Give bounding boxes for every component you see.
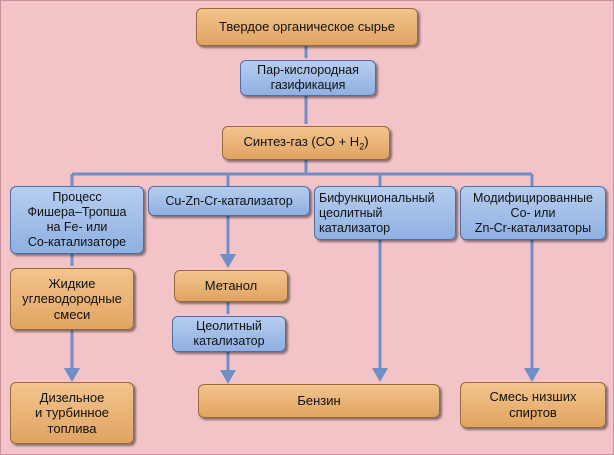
node-fischer-tropsch: Процесс Фишера–Тропша на Fe- или Со-ката… bbox=[10, 186, 144, 254]
node-raw-material: Твердое органическое сырье bbox=[196, 8, 418, 46]
node-gasoline: Бензин bbox=[198, 384, 440, 418]
node-zeolite-catalyst: Цеолитный катализатор bbox=[172, 316, 286, 352]
node-liquid-hydrocarbons: Жидкие углеводородные смеси bbox=[10, 268, 134, 330]
syngas-label: Синтез-газ (СО + Н2) bbox=[243, 133, 369, 152]
arrowhead-alcohols bbox=[524, 368, 540, 382]
node-gasification: Пар-кислородная газификация bbox=[240, 60, 376, 96]
arrowhead-gasoline-right bbox=[372, 368, 388, 382]
node-syngas: Синтез-газ (СО + Н2) bbox=[222, 126, 390, 160]
node-modified-catalysts: Модифицированные Co- или Zn-Cr-катализат… bbox=[460, 186, 606, 240]
arrowhead-methanol bbox=[220, 254, 236, 268]
node-bifunctional-catalyst: Бифункциональный цеолитный катализатор bbox=[314, 186, 456, 240]
node-lower-alcohols: Смесь низших спиртов bbox=[460, 382, 606, 428]
node-cuzncr-catalyst: Cu-Zn-Cr-катализатор bbox=[148, 186, 310, 216]
node-methanol: Метанол bbox=[174, 270, 288, 302]
node-diesel: Дизельное и турбинное топлива bbox=[10, 382, 134, 444]
arrowhead-gasoline-left bbox=[220, 370, 236, 384]
arrowhead-diesel bbox=[64, 368, 80, 382]
